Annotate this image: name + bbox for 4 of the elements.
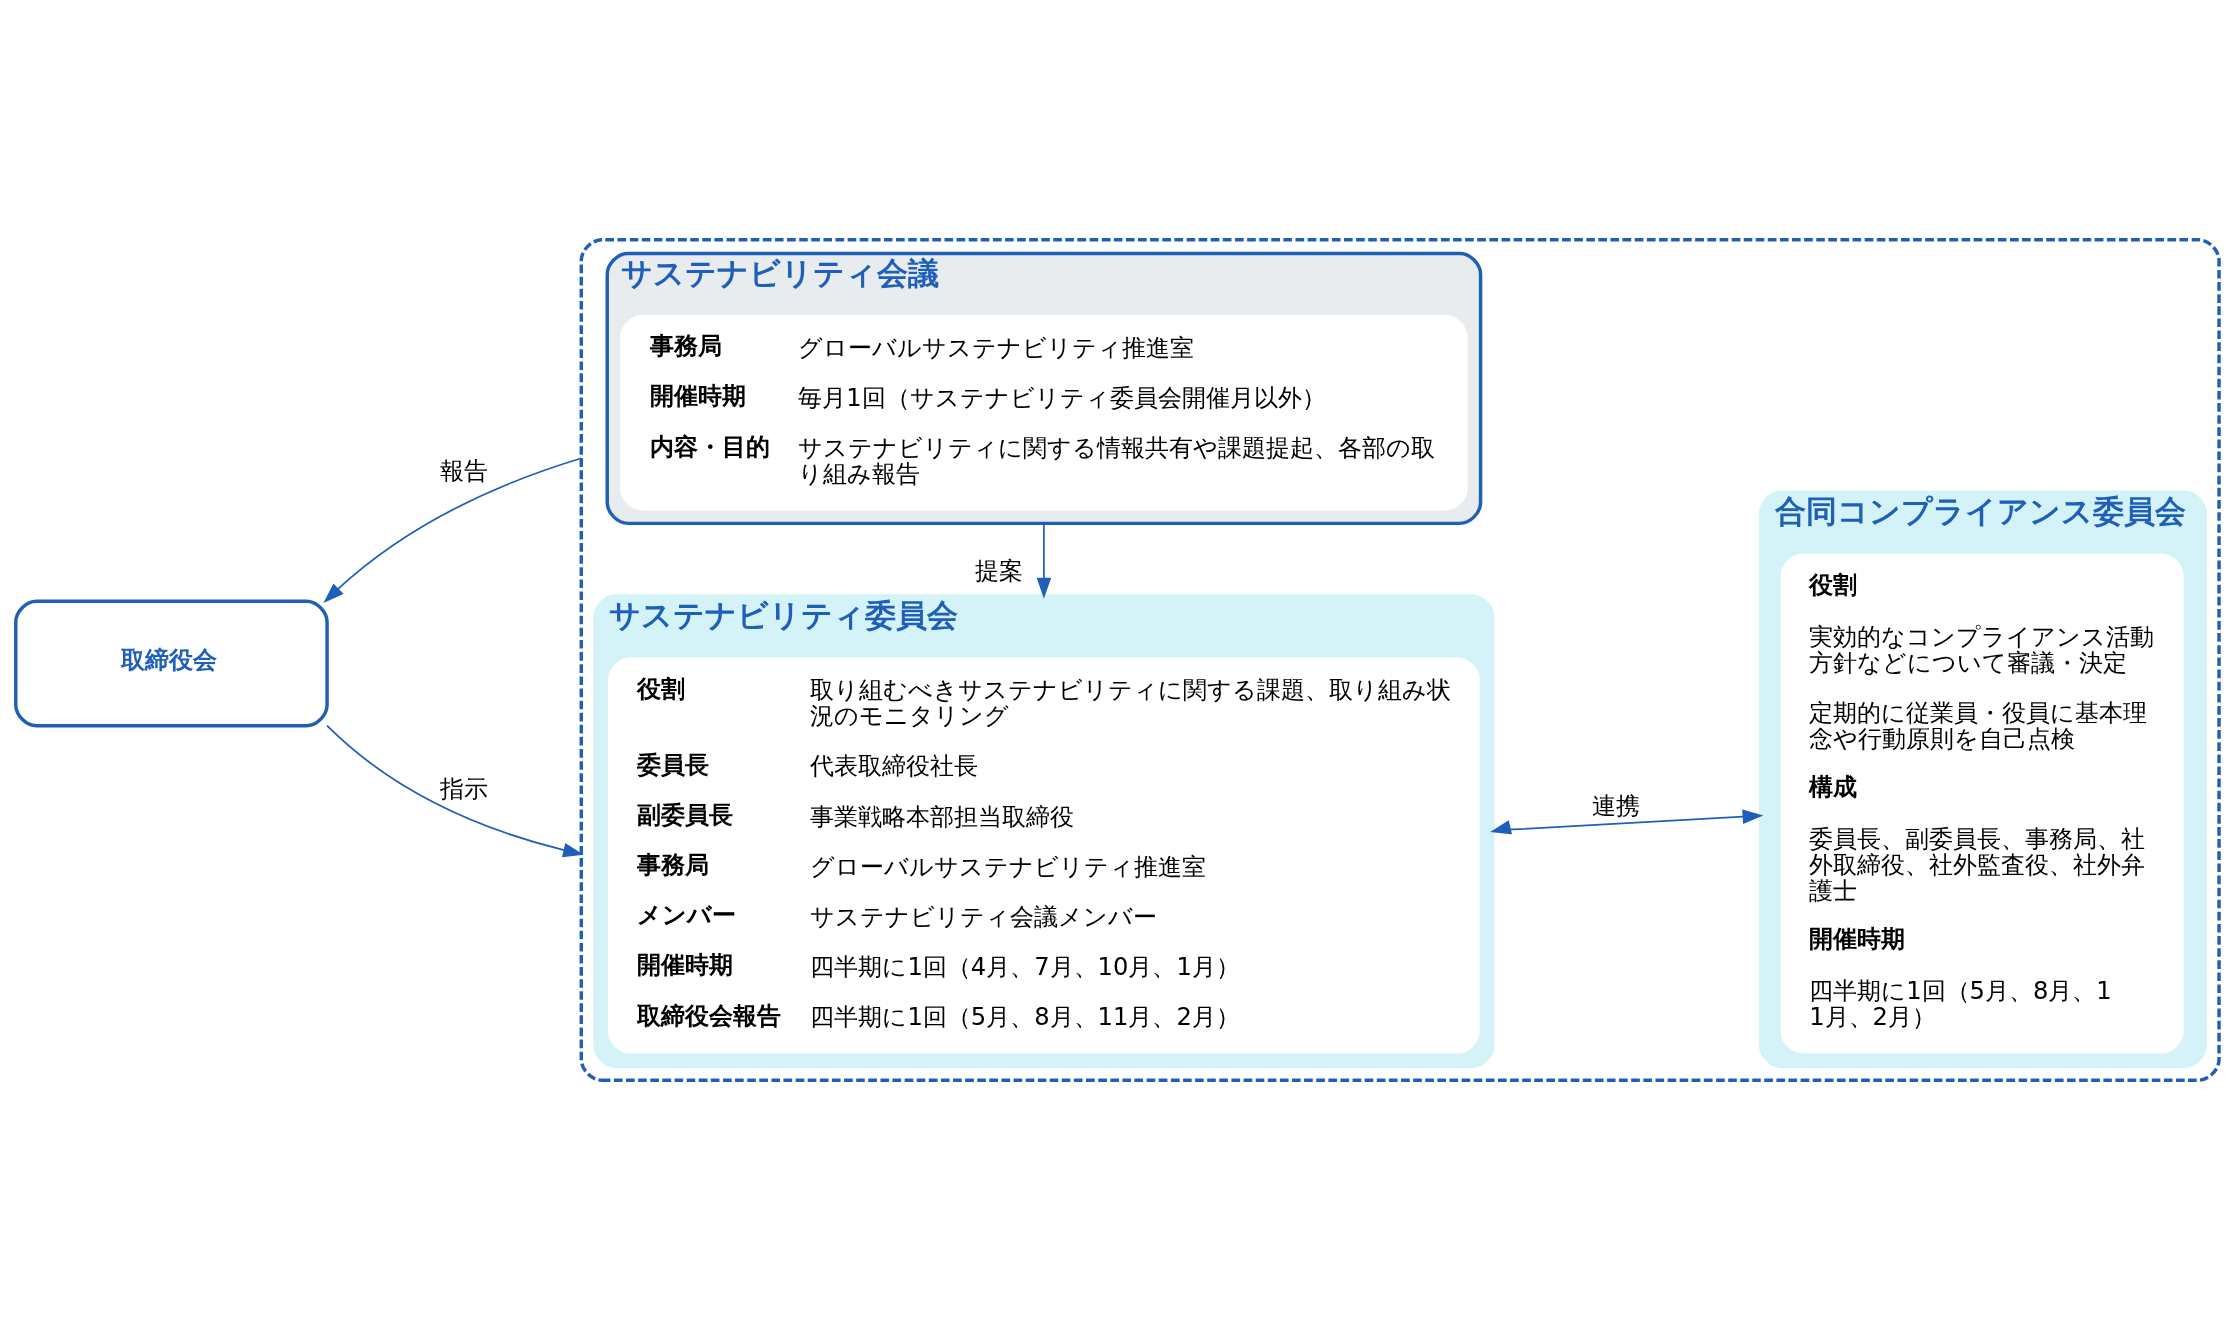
edge-label: 連携 xyxy=(1591,792,1640,821)
edge-label: 提案 xyxy=(975,556,1024,585)
edge-label: 指示 xyxy=(440,774,489,803)
edge-label: 報告 xyxy=(440,456,489,485)
